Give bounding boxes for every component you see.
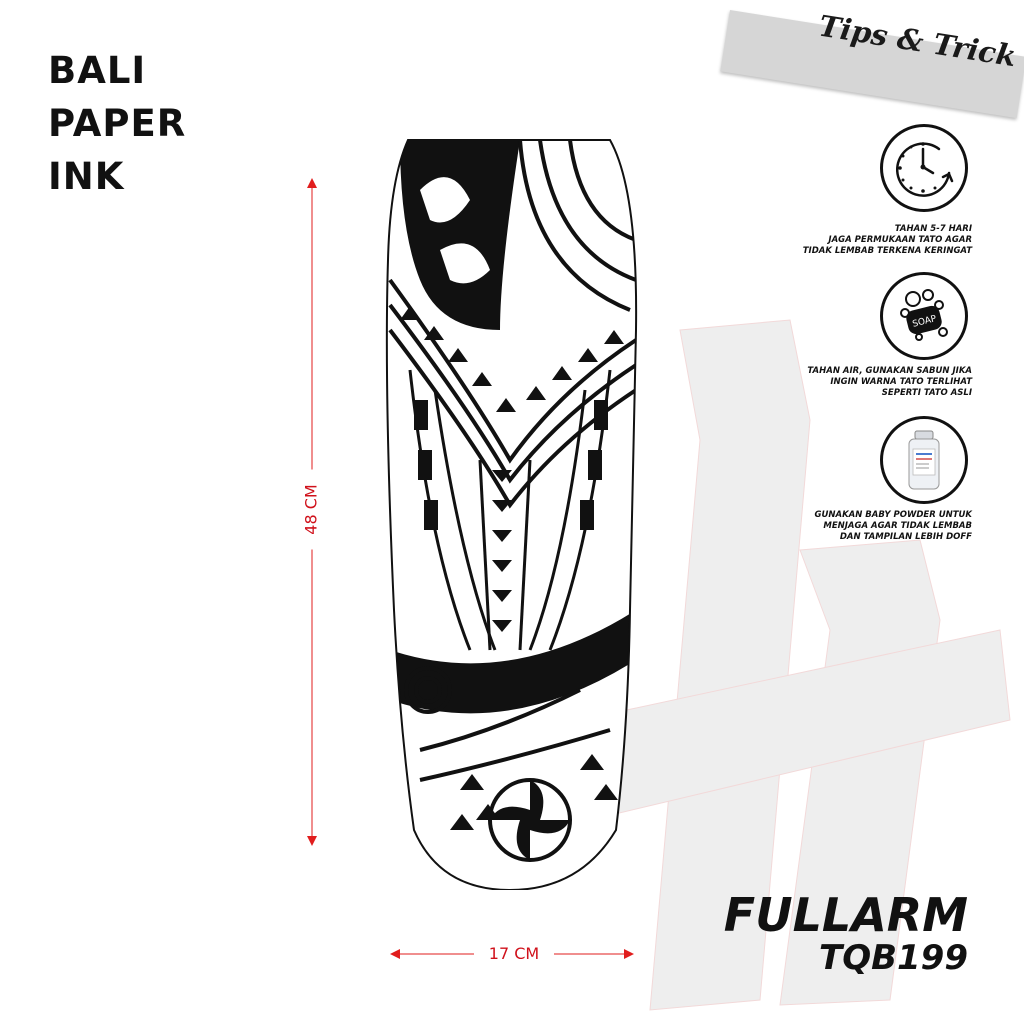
tip-2-line-1: TAHAN AIR, GUNAKAN SABUN JIKA [807, 366, 972, 376]
soap-icon: SOAP [880, 272, 968, 360]
brand-line-2: PAPER [48, 102, 187, 145]
tip-3-line-2: MENJAGA AGAR TIDAK LEMBAB [823, 521, 972, 531]
product-code: TQB199 [819, 938, 968, 978]
tip-3-line-1: GUNAKAN BABY POWDER UNTUK [814, 510, 973, 520]
brand-title: BALI PAPER INK [48, 44, 186, 203]
brand-line-3: INK [48, 155, 125, 198]
tip-1-line-1: TAHAN 5-7 HARI [894, 224, 972, 234]
width-label: 17 CM [474, 944, 554, 963]
tip-text-2: TAHAN AIR, GUNAKAN SABUN JIKA INGIN WARN… [752, 366, 972, 399]
brand-line-1: BALI [48, 49, 147, 92]
tip-text-3: GUNAKAN BABY POWDER UNTUK MENJAGA AGAR T… [752, 510, 973, 543]
product-type: FULLARM [723, 888, 968, 942]
tip-3-line-3: DAN TAMPILAN LEBIH DOFF [839, 532, 972, 542]
tip-text-1: TAHAN 5-7 HARI JAGA PERMUKAAN TATO AGAR … [752, 224, 972, 257]
tribal-tattoo-image [385, 139, 638, 890]
tip-1-line-3: TIDAK LEMBAB TERKENA KERINGAT [802, 246, 972, 256]
stopwatch-icon [880, 124, 968, 212]
tip-1-line-2: JAGA PERMUKAAN TATO AGAR [828, 235, 972, 245]
tip-2-line-2: INGIN WARNA TATO TERLIHAT [830, 377, 972, 387]
baby-powder-icon [880, 416, 968, 504]
tip-2-line-3: SEPERTI TATO ASLI [881, 388, 972, 398]
brand-watermark [579, 319, 1011, 1011]
height-label: 48 CM [301, 469, 321, 550]
